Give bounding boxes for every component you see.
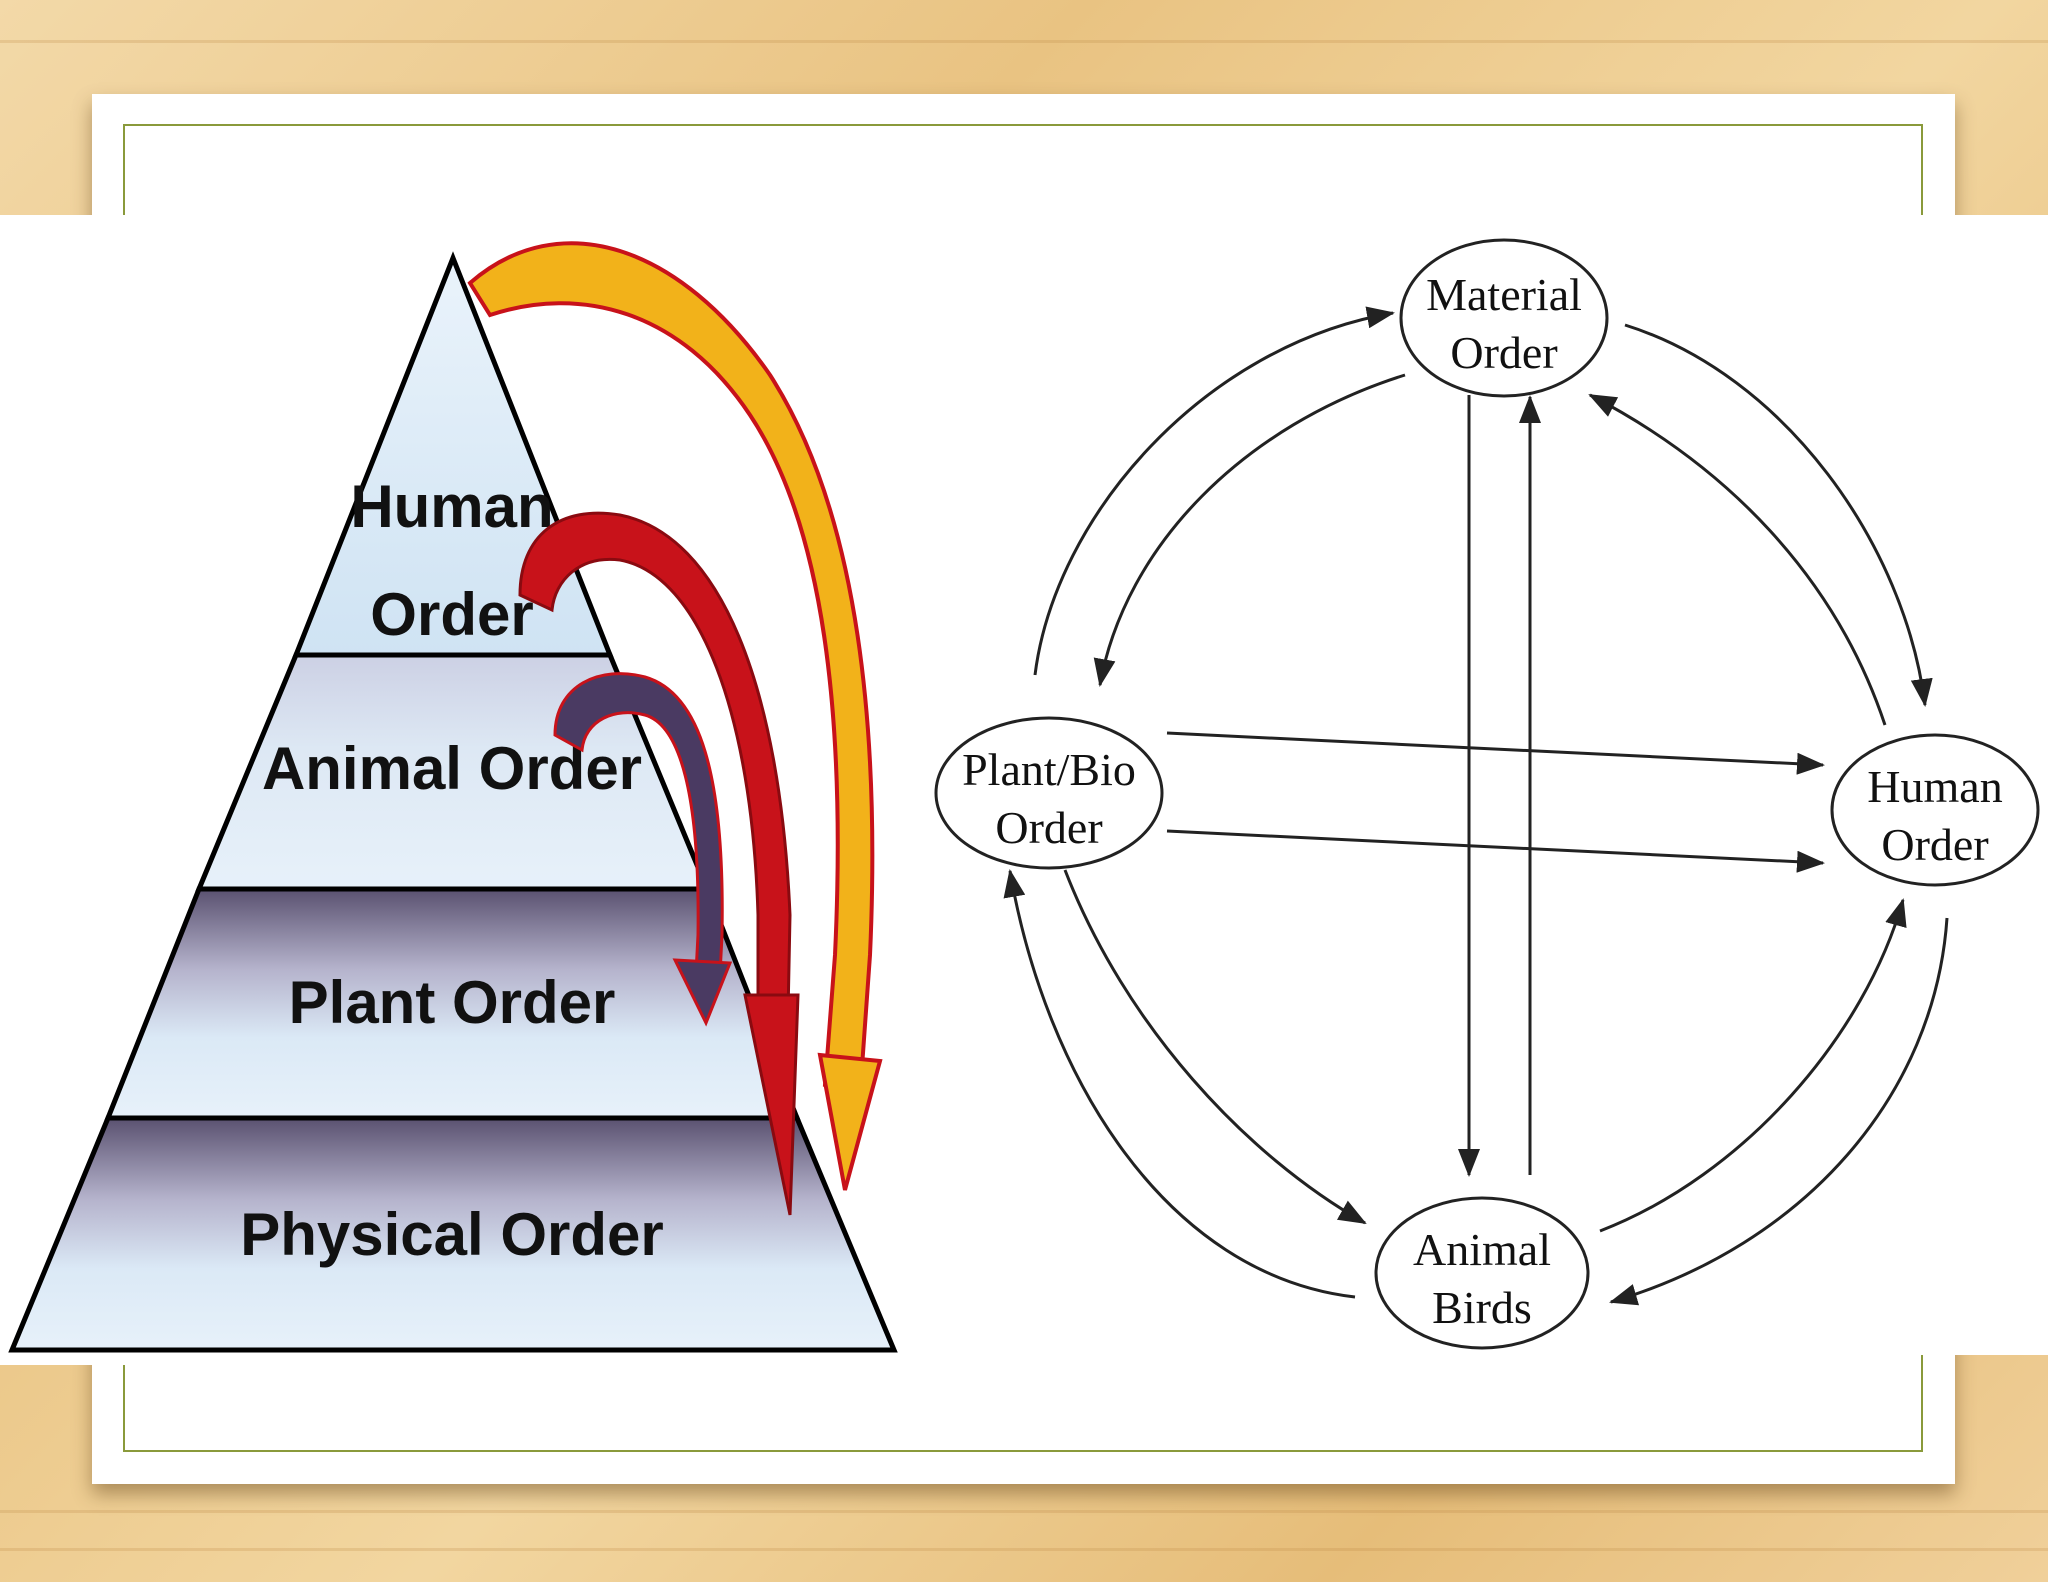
arrow-plant-to-material bbox=[1033, 306, 1395, 676]
pyramid-label-human-line2: Order bbox=[370, 581, 533, 648]
arrow-material-to-human bbox=[1624, 323, 1933, 707]
node-human-order bbox=[1830, 733, 2040, 887]
arrow-plant-to-animal bbox=[1063, 869, 1367, 1225]
arrow-animal-to-plant bbox=[1003, 869, 1356, 1299]
outer-arrow-head bbox=[817, 1052, 883, 1191]
inner-arrow-head bbox=[672, 958, 733, 1027]
arrow-human-to-animal bbox=[1609, 917, 1949, 1306]
pyramid-diagram-panel: Human Order Animal Order Plant Order Phy… bbox=[0, 215, 904, 1365]
inner-arrow-body bbox=[553, 672, 724, 977]
node-material-order bbox=[1399, 238, 1609, 398]
arrow-plant-to-human-1 bbox=[1166, 731, 1825, 775]
node-human-label-line1: Human bbox=[1867, 761, 2002, 812]
node-animal-label-line2: Birds bbox=[1432, 1282, 1532, 1333]
wood-grain bbox=[0, 40, 2048, 43]
node-plant-label-line2: Order bbox=[995, 802, 1102, 853]
node-animal-birds bbox=[1374, 1196, 1590, 1350]
pyramid-label-human-line1: Human bbox=[350, 473, 553, 540]
pyramid-level-physical bbox=[8, 1115, 898, 1353]
node-animal-label-line1: Animal bbox=[1413, 1224, 1551, 1275]
arrow-plant-to-human-2 bbox=[1166, 829, 1825, 873]
arrow-material-to-plant bbox=[1093, 373, 1406, 687]
outer-arrow-body bbox=[467, 241, 875, 1098]
middle-arrow-body bbox=[518, 511, 792, 1017]
pyramid-diagram: Human Order Animal Order Plant Order Phy… bbox=[8, 241, 898, 1353]
arrow-human-to-material bbox=[1588, 393, 1887, 726]
pyramid-label-plant: Plant Order bbox=[289, 969, 616, 1036]
cycle-diagram-panel: Material Order Plant/Bio Order Human Ord… bbox=[925, 215, 2048, 1355]
node-plant-bio-order bbox=[934, 716, 1164, 870]
wood-grain bbox=[0, 1510, 2048, 1513]
middle-arrow-head bbox=[743, 993, 800, 1216]
node-material-label-line1: Material bbox=[1426, 269, 1582, 320]
pyramid-label-physical: Physical Order bbox=[240, 1201, 664, 1268]
node-material-label-line2: Order bbox=[1450, 327, 1557, 378]
cycle-diagram: Material Order Plant/Bio Order Human Ord… bbox=[934, 238, 2040, 1350]
wood-grain bbox=[0, 1548, 2048, 1551]
pyramid-label-animal: Animal Order bbox=[262, 735, 642, 802]
arrow-animal-to-human bbox=[1599, 898, 1907, 1233]
node-plant-label-line1: Plant/Bio bbox=[962, 744, 1136, 795]
node-human-label-line2: Order bbox=[1881, 819, 1988, 870]
